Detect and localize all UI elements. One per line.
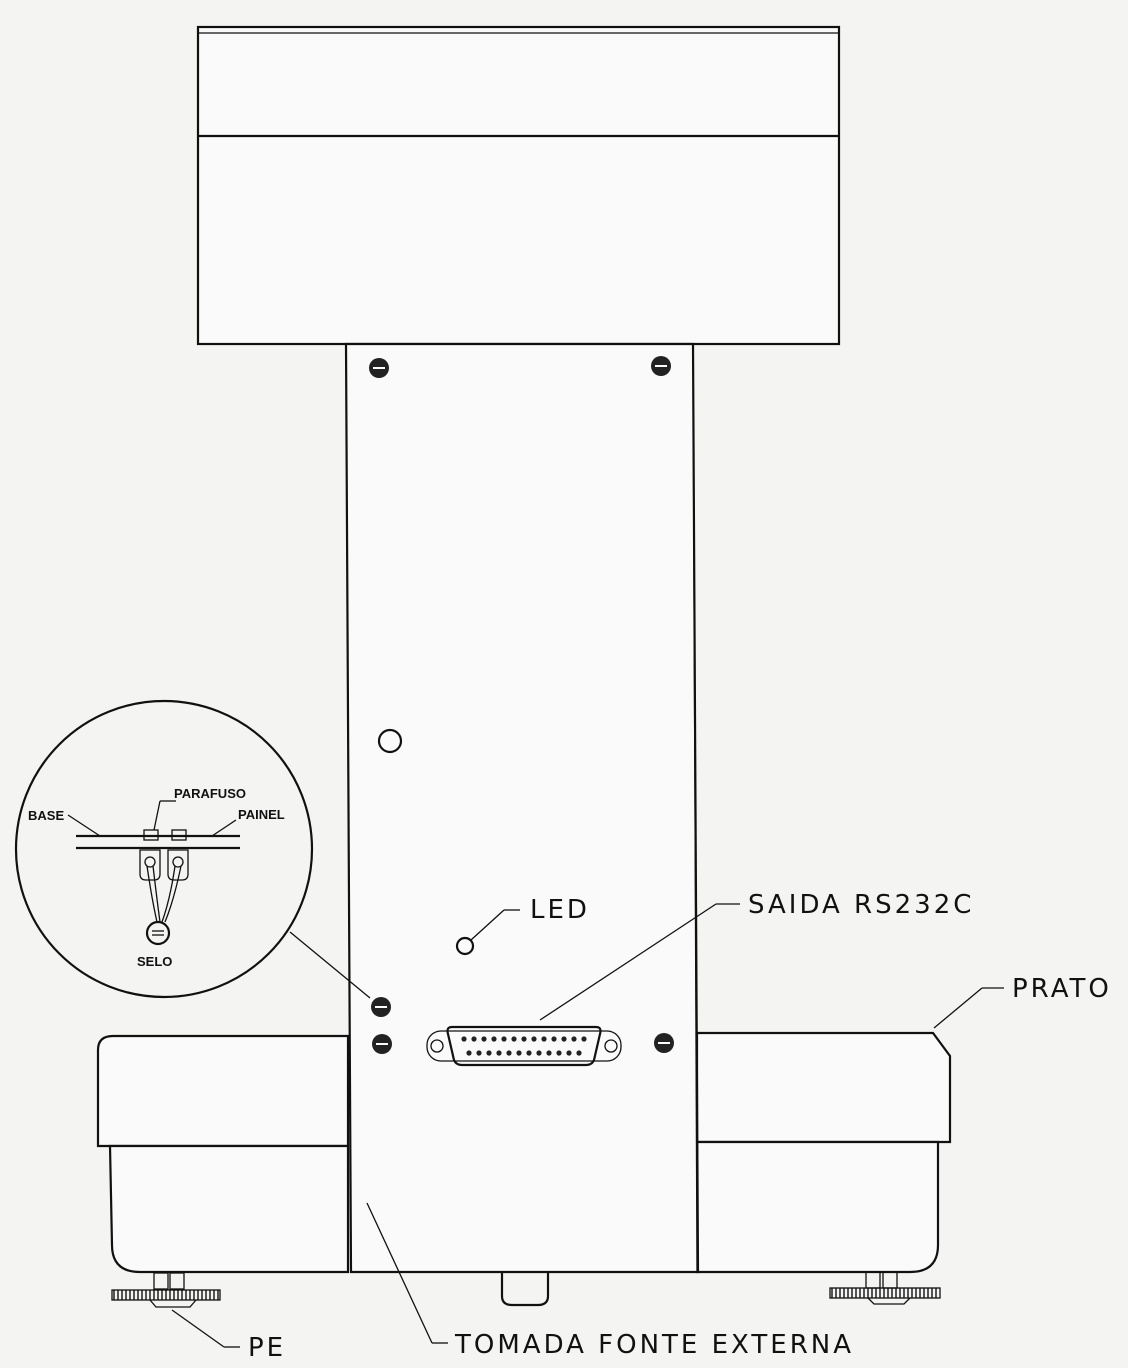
connector-pin [506, 1050, 512, 1056]
connector-pin [561, 1036, 567, 1042]
label-saida-rs232c: SAIDA RS232C [748, 890, 974, 920]
label-selo: SELO [137, 954, 172, 969]
pe-leader [171, 1309, 225, 1348]
connector-pin [581, 1036, 587, 1042]
panel-hole [377, 728, 403, 754]
label-led: LED [530, 895, 590, 925]
screw-low-left [372, 1034, 392, 1054]
detail-leader [289, 931, 371, 999]
seal-detail [14, 699, 314, 999]
screw-top-left [369, 358, 389, 378]
back-panel [344, 342, 700, 1274]
screw-low-right [654, 1033, 674, 1053]
label-painel: PAINEL [238, 807, 285, 822]
label-parafuso: PARAFUSO [174, 786, 246, 801]
led-indicator [455, 909, 520, 956]
connector-pin [556, 1050, 562, 1056]
connector-pin [496, 1050, 502, 1056]
display-head [196, 25, 841, 346]
connector-pin [526, 1050, 532, 1056]
connector-pin [481, 1036, 487, 1042]
prato-leader [933, 987, 983, 1029]
connector-pin [571, 1036, 577, 1042]
label-tomada-fonte-externa: TOMADA FONTE EXTERNA [454, 1330, 854, 1360]
foot-left [111, 1272, 221, 1308]
platform-right [695, 1031, 952, 1274]
tomada-leader [366, 1202, 433, 1344]
external-power-socket [500, 1272, 550, 1307]
saida-leader [539, 903, 717, 1021]
rs232c-connector [426, 1025, 622, 1067]
connector-pin [546, 1050, 552, 1056]
connector-pin [516, 1050, 522, 1056]
connector-pin [471, 1036, 477, 1042]
connector-pin [491, 1036, 497, 1042]
screw-mid-left [371, 997, 391, 1017]
connector-pin [521, 1036, 527, 1042]
connector-pin [501, 1036, 507, 1042]
screw-top-right [651, 356, 671, 376]
connector-pin [576, 1050, 582, 1056]
connector-pin [486, 1050, 492, 1056]
label-prato: PRATO [1012, 974, 1112, 1004]
connector-pin [531, 1036, 537, 1042]
connector-pin [476, 1050, 482, 1056]
connector-pin [541, 1036, 547, 1042]
label-base: BASE [28, 808, 64, 823]
foot-right [829, 1271, 941, 1305]
connector-pin [461, 1036, 467, 1042]
label-pe: PE [248, 1333, 286, 1363]
connector-pin [511, 1036, 517, 1042]
connector-pin [536, 1050, 542, 1056]
connector-pin [466, 1050, 472, 1056]
panel-screws [369, 356, 674, 1054]
connector-pin [566, 1050, 572, 1056]
connector-pin [551, 1036, 557, 1042]
platform-left [96, 1034, 350, 1274]
